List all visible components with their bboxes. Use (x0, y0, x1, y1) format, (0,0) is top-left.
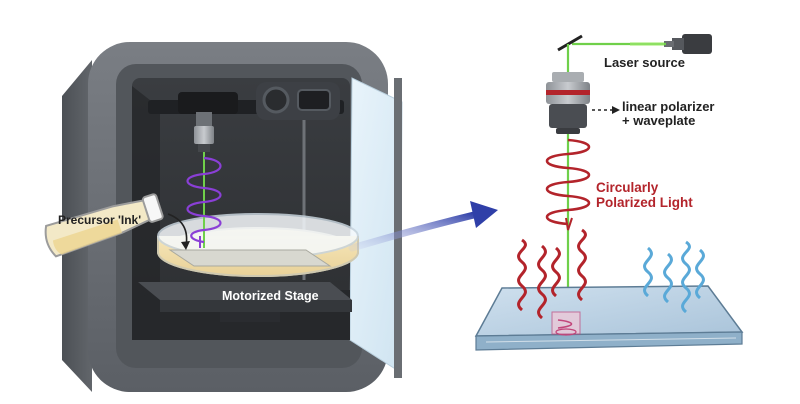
red-helix-group (517, 228, 587, 320)
motorized-stage (138, 282, 352, 300)
mirror-icon (557, 34, 583, 52)
blue-helix-group (643, 240, 705, 314)
flask-icon (44, 193, 164, 258)
purple-helix (186, 156, 222, 244)
laser-icon (664, 34, 712, 54)
polarizer-label-line2: + waveplate (622, 113, 696, 129)
cpl-label-line2: Polarized Light (596, 194, 693, 210)
glass-substrate (474, 285, 744, 351)
flow-arrow (348, 210, 482, 252)
polarizer-label: linear polarizer + waveplate (622, 99, 715, 129)
objective-lens-icon (546, 72, 590, 134)
petri-dish (157, 213, 359, 277)
laser-setup (474, 34, 744, 351)
cpl-label-line1: Circularly (596, 180, 659, 195)
precursor-ink-label: Precursor 'Ink' (58, 213, 142, 227)
target-spot (551, 311, 581, 336)
laser-source-label: Laser source (604, 55, 685, 70)
printer-knob (262, 86, 290, 114)
glass-slide (168, 249, 332, 267)
polarizer-label-line1: linear polarizer (622, 99, 715, 114)
print-head-block (178, 92, 238, 114)
motorized-stage-label: Motorized Stage (222, 289, 319, 303)
3d-printer (62, 42, 403, 392)
circularly-polarized-light-label: Circularly Polarized Light (596, 180, 693, 211)
nozzle (196, 112, 212, 126)
red-helix-light (545, 138, 591, 226)
